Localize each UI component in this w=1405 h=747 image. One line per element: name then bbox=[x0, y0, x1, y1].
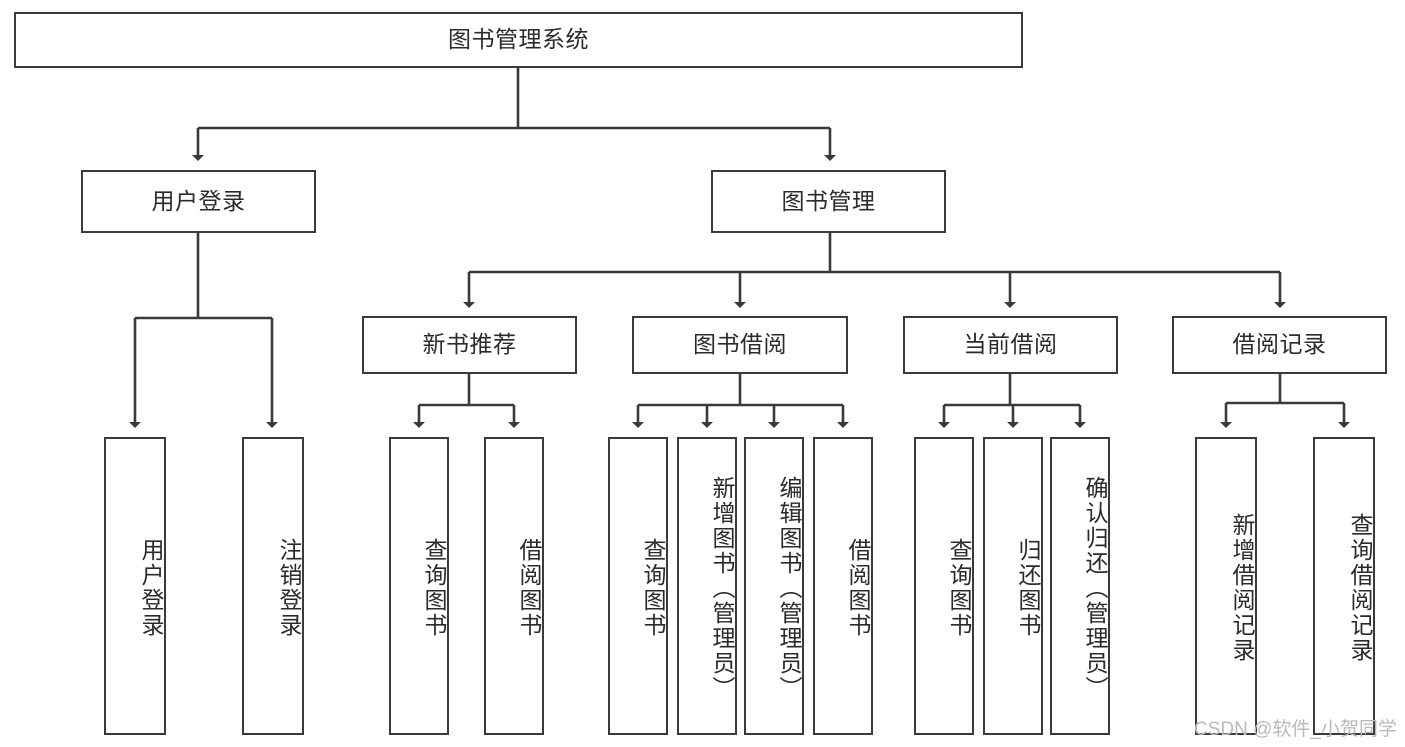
node-leaf-query-book-current[interactable]: 查询图书 bbox=[914, 437, 974, 735]
node-leaf-query-borrow-record[interactable]: 查询借阅记录 bbox=[1313, 437, 1375, 735]
node-leaf-query-book-recommend-label: 查询图书 bbox=[421, 538, 447, 638]
node-leaf-edit-book-admin[interactable]: 编辑图书（管理员） bbox=[744, 437, 804, 735]
node-new-book-recommend-label: 新书推荐 bbox=[422, 331, 517, 358]
node-root-system[interactable]: 图书管理系统 bbox=[14, 12, 1023, 68]
node-leaf-query-book-borrow-label: 查询图书 bbox=[640, 538, 666, 638]
node-leaf-return-book-label: 归还图书 bbox=[1015, 538, 1041, 638]
csdn-watermark: CSDN @软件_小贺同学 bbox=[1194, 719, 1397, 740]
node-leaf-borrow-book[interactable]: 借阅图书 bbox=[813, 437, 873, 735]
node-leaf-confirm-return-admin-label: 确认归还（管理员） bbox=[1082, 475, 1108, 701]
node-leaf-borrow-book-recommend[interactable]: 借阅图书 bbox=[484, 437, 544, 735]
node-borrow-record[interactable]: 借阅记录 bbox=[1172, 316, 1387, 374]
node-leaf-user-login[interactable]: 用户登录 bbox=[104, 437, 166, 735]
node-leaf-query-book-borrow[interactable]: 查询图书 bbox=[608, 437, 668, 735]
node-root-system-label: 图书管理系统 bbox=[448, 26, 589, 53]
node-leaf-edit-book-admin-label: 编辑图书（管理员） bbox=[776, 475, 802, 701]
node-leaf-borrow-book-label: 借阅图书 bbox=[845, 538, 871, 638]
node-borrow-record-label: 借阅记录 bbox=[1232, 331, 1327, 358]
node-leaf-query-borrow-record-label: 查询借阅记录 bbox=[1347, 513, 1373, 663]
node-leaf-add-book-admin-label: 新增图书（管理员） bbox=[709, 475, 735, 701]
node-leaf-query-book-recommend[interactable]: 查询图书 bbox=[389, 437, 449, 735]
node-leaf-user-logout-label: 注销登录 bbox=[276, 538, 302, 638]
node-user-login-label: 用户登录 bbox=[151, 187, 246, 214]
node-book-borrow[interactable]: 图书借阅 bbox=[632, 316, 848, 374]
node-new-book-recommend[interactable]: 新书推荐 bbox=[362, 316, 577, 374]
node-leaf-confirm-return-admin[interactable]: 确认归还（管理员） bbox=[1050, 437, 1110, 735]
node-leaf-add-borrow-record[interactable]: 新增借阅记录 bbox=[1195, 437, 1257, 735]
node-current-borrow-label: 当前借阅 bbox=[963, 331, 1058, 358]
node-leaf-query-book-current-label: 查询图书 bbox=[946, 538, 972, 638]
node-leaf-add-book-admin[interactable]: 新增图书（管理员） bbox=[677, 437, 737, 735]
node-user-login[interactable]: 用户登录 bbox=[81, 170, 316, 233]
node-book-borrow-label: 图书借阅 bbox=[693, 331, 787, 358]
node-current-borrow[interactable]: 当前借阅 bbox=[903, 316, 1118, 374]
node-leaf-user-login-label: 用户登录 bbox=[138, 538, 164, 638]
node-leaf-add-borrow-record-label: 新增借阅记录 bbox=[1229, 513, 1255, 663]
node-book-management-label: 图书管理 bbox=[781, 187, 876, 214]
node-leaf-user-logout[interactable]: 注销登录 bbox=[242, 437, 304, 735]
node-leaf-borrow-book-recommend-label: 借阅图书 bbox=[516, 538, 542, 638]
node-leaf-return-book[interactable]: 归还图书 bbox=[983, 437, 1043, 735]
node-book-management[interactable]: 图书管理 bbox=[711, 170, 946, 233]
